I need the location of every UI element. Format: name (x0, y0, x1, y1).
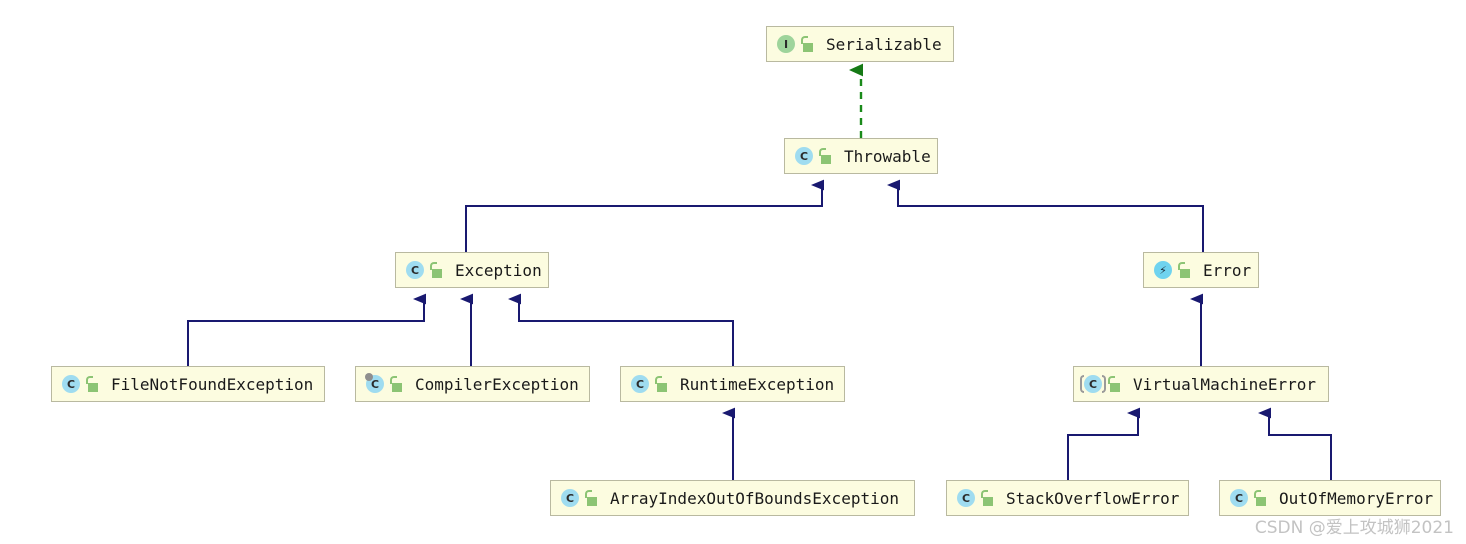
node-label: FileNotFoundException (111, 374, 314, 394)
class-icon: C (794, 146, 814, 166)
node-exception[interactable]: C Exception (395, 252, 549, 288)
node-label: CompilerException (415, 374, 579, 394)
class-icon: C (630, 374, 650, 394)
abstract-bracket-right-icon (1102, 375, 1106, 393)
unlocked-padlock-icon (819, 148, 833, 164)
interface-icon: I (776, 34, 796, 54)
edge-runtime-exception (508, 293, 734, 366)
edge-filenotfound-exception (187, 293, 426, 366)
class-icon-abstract: C (1080, 374, 1106, 394)
class-icon: C (405, 260, 425, 280)
unlocked-padlock-icon (390, 376, 404, 392)
class-icon-letter: C (1084, 375, 1102, 393)
class-icon-letter: C (1230, 489, 1248, 507)
node-label: Serializable (826, 34, 942, 54)
unlocked-padlock-icon (1178, 262, 1192, 278)
node-arrayindexoutofboundsexception[interactable]: C ArrayIndexOutOfBoundsException (550, 480, 915, 516)
class-icon-letter: C (561, 489, 579, 507)
unlocked-padlock-icon (801, 36, 815, 52)
class-icon-letter: C (406, 261, 424, 279)
node-label: Error (1203, 260, 1252, 280)
node-outofmemoryerror[interactable]: C OutOfMemoryError (1219, 480, 1441, 516)
unlocked-padlock-icon (1254, 490, 1268, 506)
node-label: Throwable (844, 146, 931, 166)
abstract-bracket-left-icon (1080, 375, 1084, 393)
node-stackoverflowerror[interactable]: C StackOverflowError (946, 480, 1189, 516)
class-icon: C (1229, 488, 1249, 508)
class-icon-letter: C (631, 375, 649, 393)
error-bolt-icon: ⚡ (1153, 260, 1173, 280)
node-virtualmachineerror[interactable]: C VirtualMachineError (1073, 366, 1329, 402)
node-label: ArrayIndexOutOfBoundsException (610, 488, 899, 508)
node-label: StackOverflowError (1006, 488, 1180, 508)
class-icon: C (956, 488, 976, 508)
node-serializable[interactable]: I Serializable (766, 26, 954, 62)
class-icon: C (560, 488, 580, 508)
node-throwable[interactable]: C Throwable (784, 138, 938, 174)
interface-icon-letter: I (777, 35, 795, 53)
unlocked-padlock-icon (430, 262, 444, 278)
unlocked-padlock-icon (86, 376, 100, 392)
node-label: Exception (455, 260, 542, 280)
unlocked-padlock-icon (655, 376, 669, 392)
edge-error-throwable (887, 179, 1204, 252)
class-icon-letter: C (957, 489, 975, 507)
node-label: OutOfMemoryError (1279, 488, 1434, 508)
class-icon-modified: C (365, 373, 385, 394)
unlocked-padlock-icon (1108, 376, 1122, 392)
class-icon: C (61, 374, 81, 394)
class-icon-letter: C (62, 375, 80, 393)
error-bolt-icon-glyph: ⚡ (1154, 261, 1172, 279)
edge-exception-throwable (465, 179, 824, 252)
node-label: RuntimeException (680, 374, 835, 394)
class-icon-letter: C (795, 147, 813, 165)
watermark: CSDN @爱上攻城狮2021 (1254, 518, 1454, 538)
unlocked-padlock-icon (585, 490, 599, 506)
node-runtimeexception[interactable]: C RuntimeException (620, 366, 845, 402)
edge-outofmemory-vmerror (1258, 407, 1332, 480)
unlocked-padlock-icon (981, 490, 995, 506)
node-label: VirtualMachineError (1133, 374, 1317, 394)
node-filenotfoundexception[interactable]: C FileNotFoundException (51, 366, 325, 402)
node-error[interactable]: ⚡ Error (1143, 252, 1259, 288)
node-compilerexception[interactable]: C CompilerException (355, 366, 590, 402)
modifier-dot-icon (365, 373, 373, 381)
edge-stackoverflow-vmerror (1067, 407, 1140, 480)
